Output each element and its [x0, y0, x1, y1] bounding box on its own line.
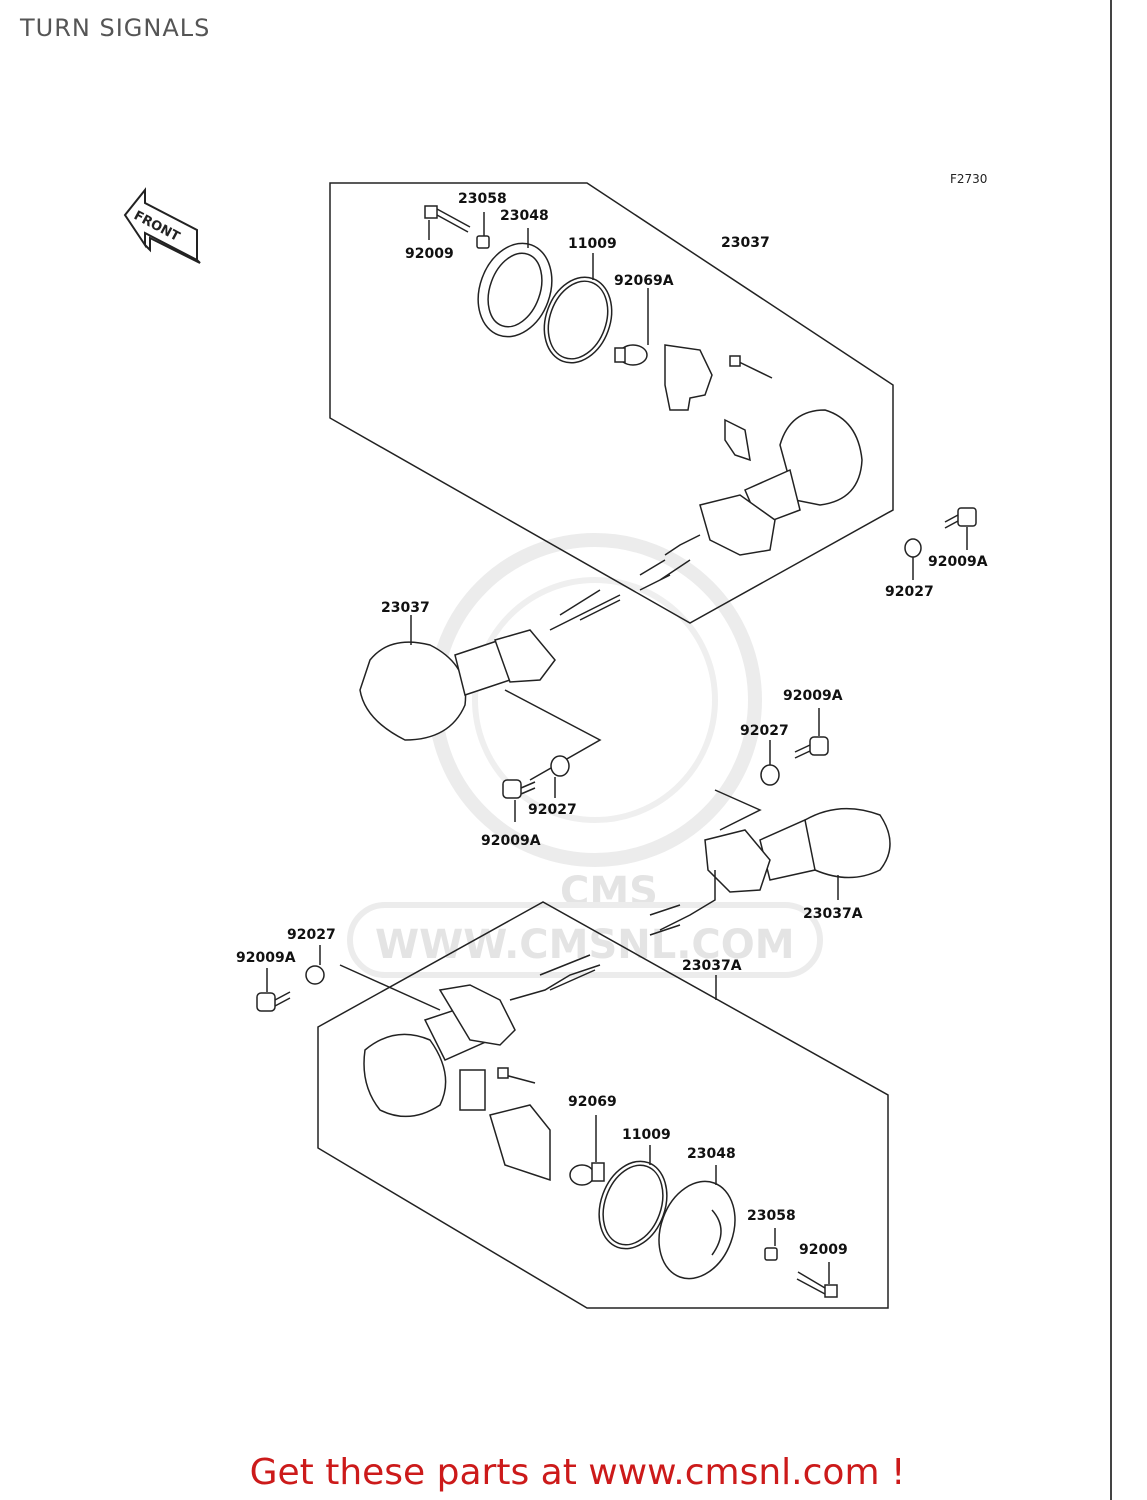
part-label-screw-top: 92009	[405, 246, 454, 262]
part-label-bolt-rear-right: 92009A	[783, 688, 843, 704]
collar-front-right	[904, 538, 922, 580]
part-label-collar-front-right: 92027	[885, 584, 934, 600]
part-label-bolt-front-right: 92009A	[928, 554, 988, 570]
collar-front-left	[550, 755, 570, 798]
part-label-gasket-top: 11009	[568, 236, 617, 252]
lens-top	[477, 228, 553, 338]
bolt-front-right	[944, 507, 977, 550]
turn-signal-assembly-rear-left	[339, 954, 717, 1182]
screw-top	[424, 205, 471, 240]
part-label-screw-bottom: 92009	[799, 1242, 848, 1258]
part-label-collar-rear-right: 92027	[740, 723, 789, 739]
top-group-box	[329, 182, 894, 624]
part-label-collar-front-left: 92027	[528, 802, 577, 818]
turn-signal-assembly-rear-right	[649, 789, 891, 936]
page-divider	[1110, 0, 1112, 1500]
part-label-nut-bottom: 23058	[747, 1208, 796, 1224]
bolt-front-left	[502, 779, 536, 822]
lens-bottom	[658, 1165, 736, 1280]
socket-bracket-top	[664, 344, 773, 462]
collar-rear-right	[760, 740, 780, 786]
part-label-nut-top: 23058	[458, 191, 507, 207]
front-arrow: FRONT	[123, 187, 201, 264]
watermark-logo: CMS	[560, 869, 658, 915]
part-label-assembly-rear-right: 23037A	[803, 906, 863, 922]
gasket-top	[543, 253, 613, 364]
part-label-bolt-rear-left: 92009A	[236, 950, 296, 966]
part-label-lens-bottom: 23048	[687, 1146, 736, 1162]
bolt-rear-right	[794, 708, 829, 759]
part-label-gasket-bottom: 11009	[622, 1127, 671, 1143]
bolt-rear-left	[256, 968, 291, 1012]
turn-signal-assembly-front-left	[359, 589, 621, 781]
collar-rear-left	[305, 945, 325, 985]
part-label-bolt-front-left: 92009A	[481, 833, 541, 849]
bulb-top	[614, 288, 649, 366]
watermark-url: WWW.CMSNL.COM	[375, 922, 795, 968]
figure-code: F2730	[950, 172, 987, 186]
screw-bottom	[796, 1262, 838, 1298]
part-label-collar-rear-left: 92027	[287, 927, 336, 943]
part-label-assembly-rear-left: 23037A	[682, 958, 742, 974]
part-label-lens-top: 23048	[500, 208, 549, 224]
bottom-group-box	[317, 901, 889, 1309]
parts-store-link[interactable]: Get these parts at www.cmsnl.com !	[249, 1452, 906, 1493]
nut-top	[476, 212, 490, 249]
nut-bottom	[764, 1228, 778, 1261]
turn-signal-assembly-front-right	[639, 409, 863, 591]
part-label-assembly-front-left: 23037	[381, 600, 430, 616]
part-label-assembly-front-right: 23037	[721, 235, 770, 251]
part-label-bulb-bottom: 92069	[568, 1094, 617, 1110]
part-label-bulb-top: 92069A	[614, 273, 674, 289]
bulb-bottom	[569, 1115, 605, 1186]
page-title: TURN SIGNALS	[20, 14, 211, 42]
